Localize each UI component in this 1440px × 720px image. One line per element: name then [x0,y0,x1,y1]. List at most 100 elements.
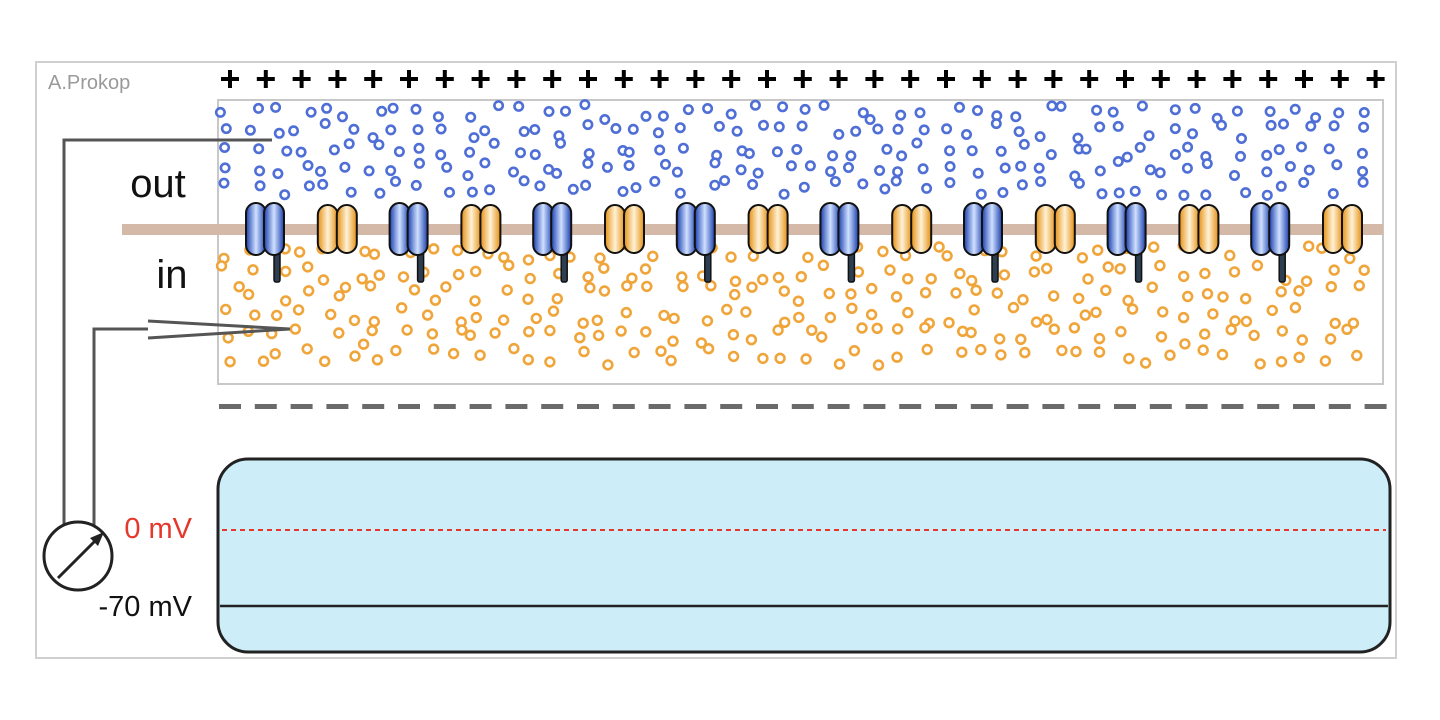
ion-particle [359,245,371,258]
ion-particle [317,178,329,190]
ion-particle [1201,158,1213,170]
ion-particle [740,306,752,318]
extracellular-ions [214,99,1370,201]
ion-particle [317,274,330,286]
ion-particle [972,167,984,179]
ion-particle [333,290,345,302]
ion-particle [640,110,652,122]
ion-particle [1033,162,1045,174]
ion-particle [270,101,282,113]
ion-particle [497,314,510,326]
plus-charge-icon [686,70,705,88]
ion-particle [224,356,236,368]
minus-charge-icon [254,404,277,409]
ion-particle [271,309,283,322]
plus-charge-icon [292,70,311,88]
ion-particle [857,178,869,190]
positive-charge-row [221,70,1385,88]
ion-particle [583,148,595,160]
minus-charge-icon [970,404,993,409]
minus-charge-icon [1006,404,1029,409]
blue-ion-channel [245,202,285,283]
ion-particle [953,101,965,113]
potential-trace-panel [216,457,1392,654]
ion-particle [654,144,666,156]
ion-particle [1289,103,1301,115]
ion-particle [895,109,907,121]
plus-charge-icon [829,70,848,88]
ion-particle [373,269,385,281]
minus-charge-icon [1293,404,1315,409]
recording-electrode-wire [92,327,148,532]
ion-particle [1010,111,1022,123]
ion-particle [305,106,317,118]
ion-particle [584,282,596,294]
ion-particle [774,352,786,364]
ion-particle [795,271,807,283]
plus-charge-icon [1259,70,1278,88]
ion-particle [272,168,284,180]
ion-particle [917,163,929,175]
ion-particle [773,121,785,133]
ion-particle [968,304,980,316]
ion-particle [579,99,591,111]
ion-particle [749,99,761,111]
ion-particle [336,111,348,123]
ion-particle [385,165,397,177]
ion-particle [1018,138,1030,150]
ion-particle [441,161,453,173]
minus-charge-icon [1257,404,1280,409]
ion-particle [1296,141,1308,153]
ion-particle [641,280,653,293]
ion-particle [1046,100,1058,112]
ion-particle [833,128,845,140]
ion-particle [731,125,743,137]
ion-particle [975,343,987,356]
ion-particle [368,248,381,260]
ion-particle [1112,156,1124,168]
ion-particle [1273,144,1285,156]
minus-charge-icon [756,404,778,409]
ion-particle [778,188,790,200]
ion-particle [1055,100,1067,112]
ion-particle [891,323,904,335]
minus-charge-icon [791,404,814,409]
ion-particle [233,281,245,293]
ion-particle [1182,141,1194,153]
ion-particle [1079,309,1092,321]
ion-particle [1178,189,1190,201]
ion-channels [245,202,1363,283]
voltmeter-icon [42,520,114,592]
ion-particle [1035,176,1047,188]
ion-particle [396,302,408,314]
ion-particle [630,182,642,194]
ion-particle [376,105,388,117]
ion-particle [1300,275,1313,287]
plus-charge-icon [507,70,526,88]
ion-particle [944,145,956,157]
outside-label: out [130,162,186,206]
ion-particle [702,103,714,115]
ion-particle [1358,121,1370,133]
ion-particle [640,326,652,338]
ion-particle [1056,344,1068,357]
ion-particle [778,285,790,297]
ion-particle [1187,128,1199,140]
ion-particle [682,104,694,116]
ion-particle [543,106,555,118]
ion-particle [1100,284,1112,296]
ion-particle [1207,308,1219,320]
minus-charge-icon [469,404,492,409]
ion-particle [884,264,896,276]
orange-ion-channel [1178,204,1220,254]
ion-particle [218,177,230,189]
minus-charge-icon [648,404,671,409]
ion-particle [594,252,606,264]
ion-particle [1082,273,1094,285]
ion-particle [253,143,265,155]
ion-particle [921,182,933,194]
ion-particle [891,351,903,363]
ion-particle [943,317,955,329]
ion-particle [1201,288,1214,300]
ion-particle [534,180,546,192]
